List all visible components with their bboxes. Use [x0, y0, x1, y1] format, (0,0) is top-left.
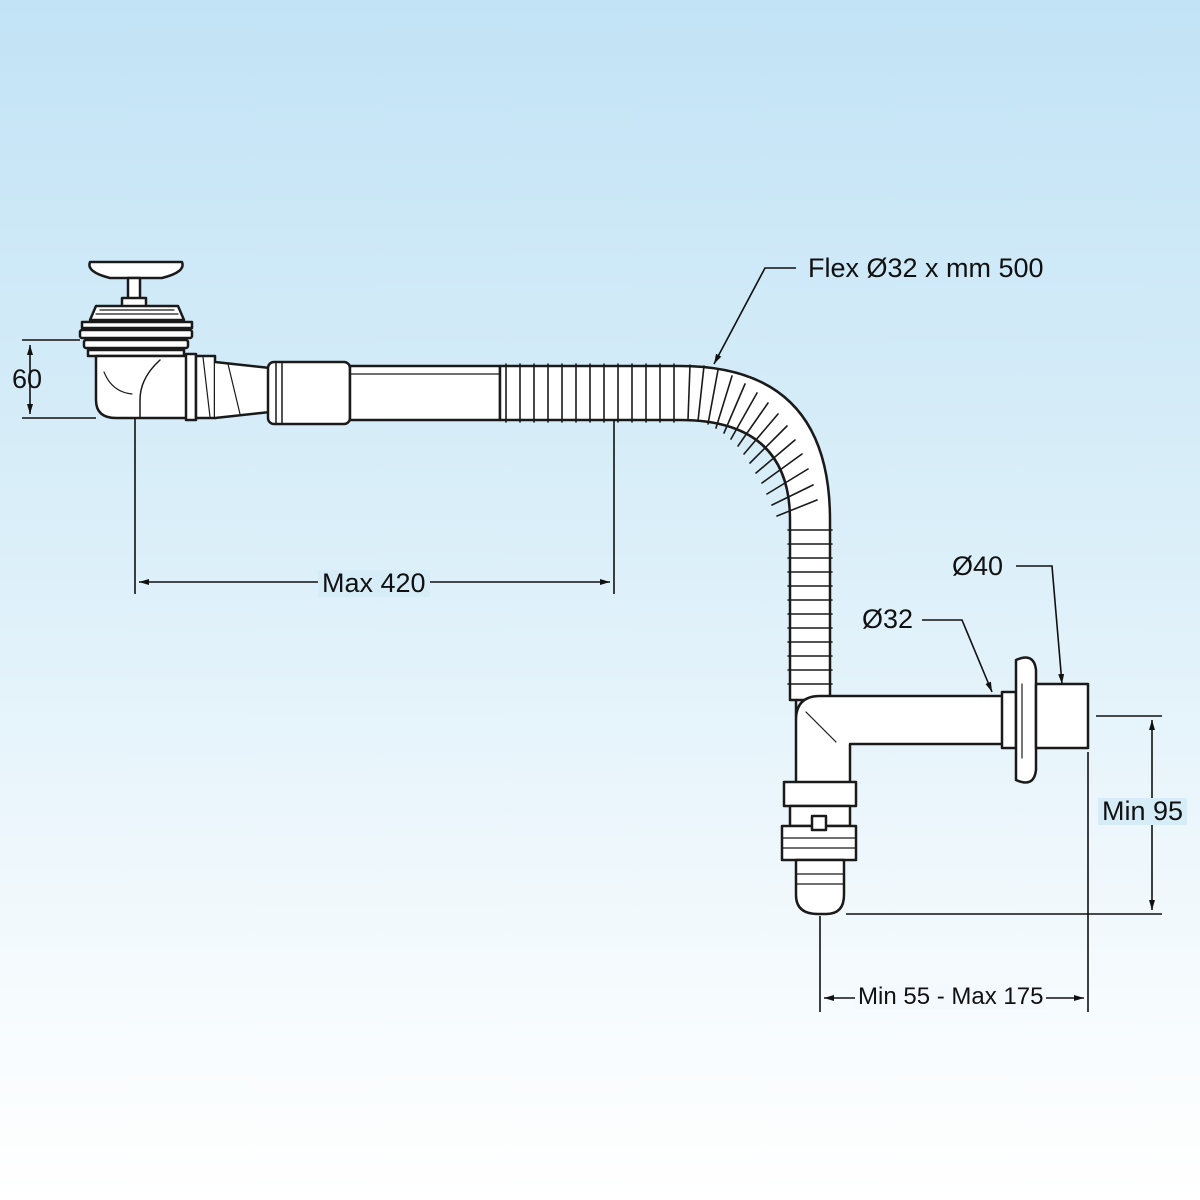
flex-pipe [498, 363, 833, 702]
label-min-95: Min 95 [1098, 798, 1188, 825]
dia-40-leader [1016, 565, 1065, 685]
label-dia-40: Ø40 [952, 551, 1004, 581]
label-max-420: Max 420 [318, 570, 430, 597]
wall-connector [1000, 656, 1090, 784]
drain-plug [78, 260, 194, 358]
drain-elbow [94, 352, 217, 422]
horizontal-pipe [213, 360, 502, 426]
trap-body [780, 694, 1006, 916]
label-flex-pipe: Flex Ø32 x mm 500 [808, 253, 1044, 283]
dimension-min55-max175 [819, 752, 1089, 1012]
label-min-max: Min 55 - Max 175 [855, 985, 1047, 1009]
label-dia-32: Ø32 [862, 604, 914, 634]
dia-32-leader [922, 619, 993, 693]
label-height-60: 60 [12, 364, 43, 394]
dimension-60 [22, 339, 96, 419]
flex-leader [713, 267, 796, 365]
